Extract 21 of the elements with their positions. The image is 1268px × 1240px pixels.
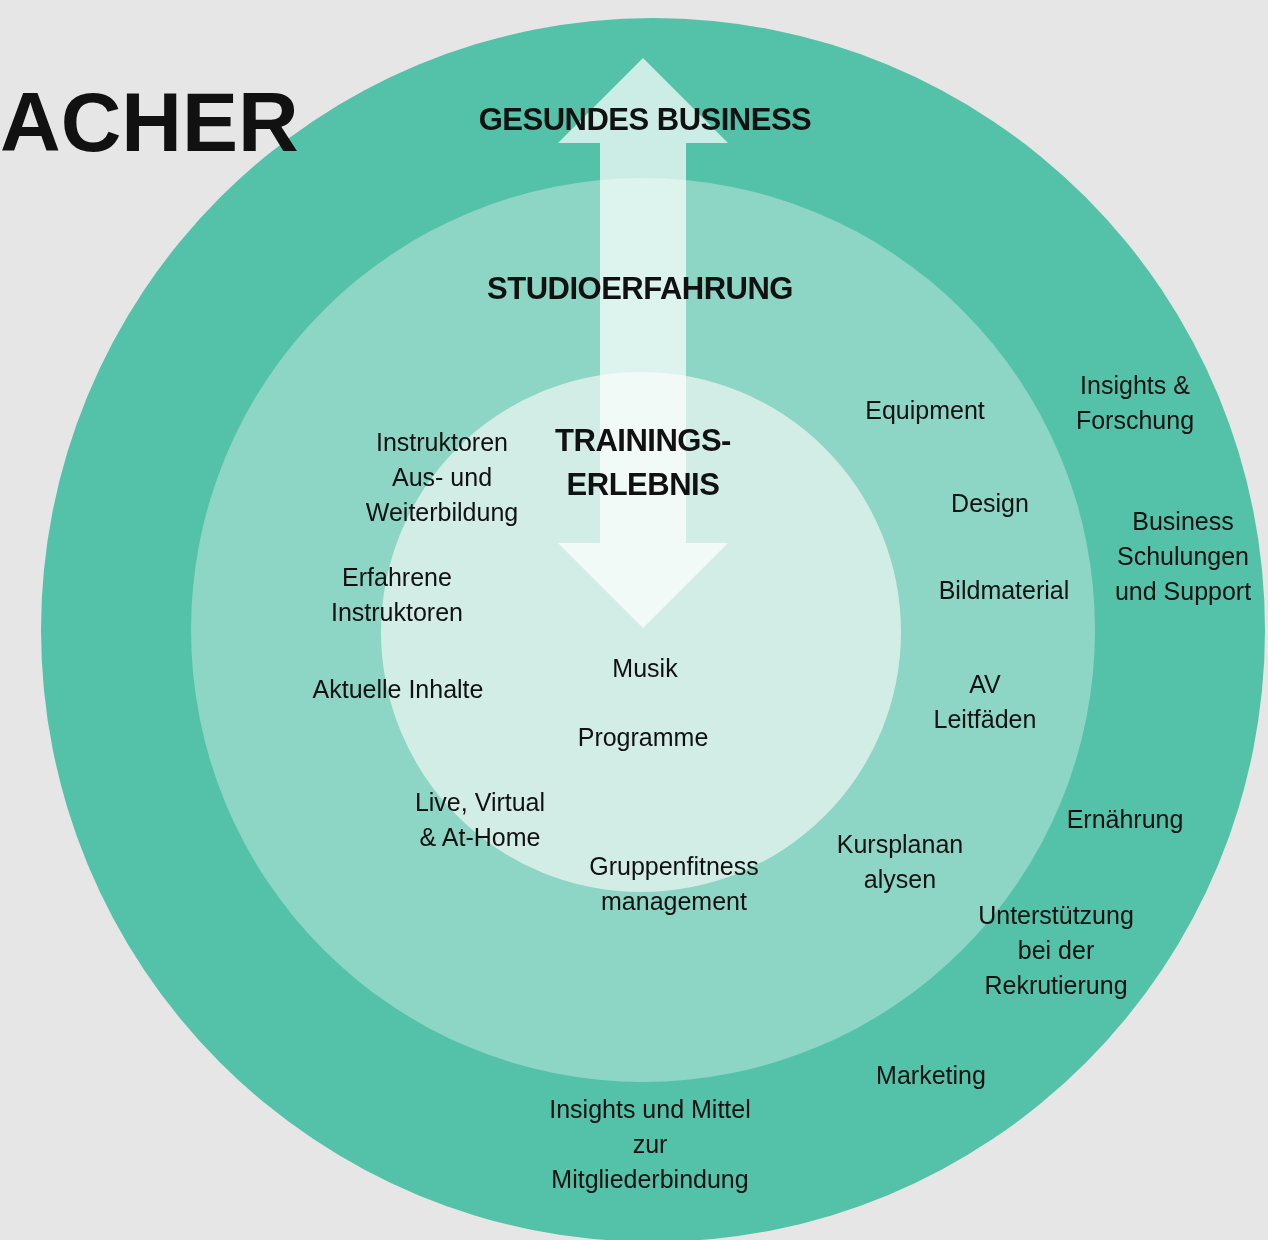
text-label: Insights & Forschung xyxy=(1075,370,1195,436)
text-label: Insights und Mittel zur Mitgliederbindung xyxy=(549,1094,751,1195)
text-label: Gruppenfitness management xyxy=(589,851,759,917)
text-label: Aktuelle Inhalte xyxy=(312,674,484,705)
text-label: Erfahrene Instruktoren xyxy=(331,562,463,628)
text-label: Ernährung xyxy=(1066,804,1184,835)
text-label: Bildmaterial xyxy=(938,575,1070,606)
text-label: Live, Virtual & At-Home xyxy=(414,787,546,853)
ring-title: TRAININGS- ERLEBNIS xyxy=(555,422,731,504)
text-label: Equipment xyxy=(865,395,985,426)
text-label: Design xyxy=(951,488,1029,519)
text-label: Instruktoren Aus- und Weiterbildung xyxy=(365,427,519,528)
heading-fragment: ACHER xyxy=(0,74,299,171)
text-label: Musik xyxy=(612,653,678,684)
text-label: Kursplanan alysen xyxy=(836,829,964,895)
ring-title: STUDIOERFAHRUNG xyxy=(487,270,793,308)
text-label: Unterstützung bei der Rekrutierung xyxy=(978,900,1134,1001)
text-label: Marketing xyxy=(876,1060,986,1091)
text-label: AV Leitfäden xyxy=(933,669,1037,735)
text-label: Business Schulungen und Support xyxy=(1114,506,1252,607)
text-label: Programme xyxy=(577,722,709,753)
